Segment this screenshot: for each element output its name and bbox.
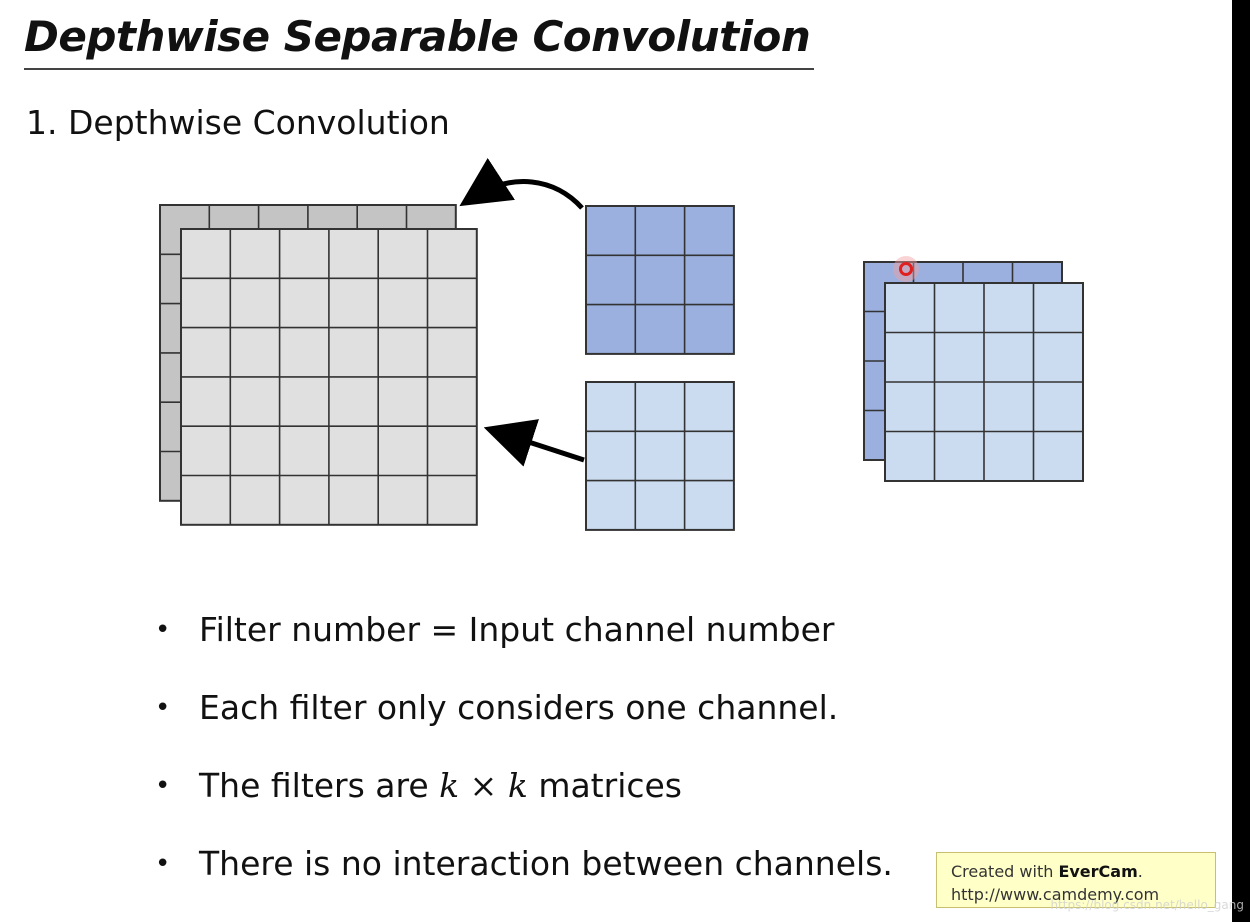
output-channel-front [884,282,1084,482]
filter-kernels [585,205,735,531]
bullet-item: • Each filter only considers one channel. [155,688,838,727]
math-variable: k [507,766,528,805]
filter-kernel-2-bg [585,381,735,531]
section-heading: 1. Depthwise Convolution [26,103,450,142]
cursor-ring [899,262,913,276]
watermark: https://blog.csdn.net/hello_gang [1050,898,1244,912]
bullet-item: • The filters are k × k matrices [155,766,682,805]
filter-kernel-1 [585,205,735,355]
math-operator: × [469,766,498,805]
badge-url: http://www.camdemy.com [951,885,1160,904]
filter-kernel-1-bg [585,205,735,355]
slide-title: Depthwise Separable Convolution [24,12,811,61]
bullet-dot: • [155,849,171,879]
badge-prefix: Created with [951,862,1059,881]
arrows [459,157,585,467]
bullet-text: Filter number = Input channel number [199,610,835,649]
bullet-dot: • [155,771,171,801]
cursor-highlight [893,256,919,282]
badge-brand: EverCam [1058,862,1138,881]
depthwise-diagram [159,157,1084,531]
evercam-badge: Created with EverCam. http://www.camdemy… [936,852,1216,908]
badge-suffix: . [1137,862,1143,881]
arrow-filter2-to-input [483,419,585,467]
bullet-text-suffix: matrices [527,766,682,805]
bullet-dot: • [155,693,171,723]
title-underline [24,68,814,70]
bullet-item: • There is no interaction between channel… [155,844,893,883]
cursor-glow [893,256,919,282]
input-channel-front [180,228,478,526]
bullet-text: Each filter only considers one channel. [199,688,839,727]
output-feature-map-stack [863,261,1084,482]
arrow-filter1-to-input [459,157,584,210]
bullet-text-prefix: The filters are [199,766,440,805]
bullet-dot: • [155,615,171,645]
bullet-item: • Filter number = Input channel number [155,610,834,649]
bullet-text: There is no interaction between channels… [199,844,893,883]
filter-kernel-2 [585,381,735,531]
input-feature-map-stack [159,204,478,526]
math-variable: k [439,766,460,805]
